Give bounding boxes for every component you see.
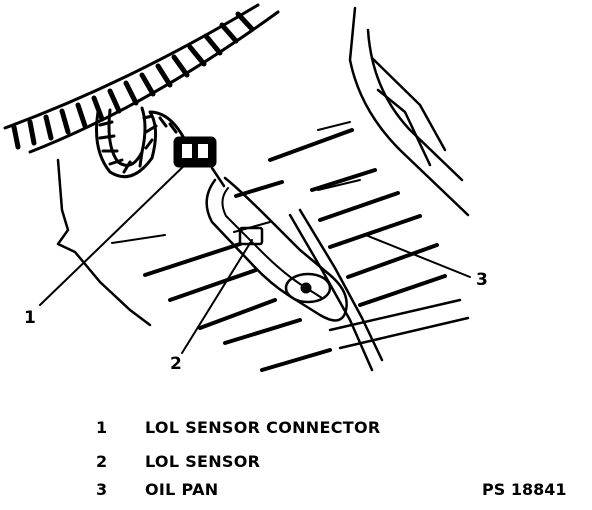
callout-1: 1 [24,308,36,328]
engine-oil-pan-diagram [3,3,471,372]
housing-outline [56,158,152,327]
oil-pan-ribs [143,128,447,372]
legend-label: OIL PAN [145,480,219,499]
legend-item-sensor: 2 LOL SENSOR [0,452,592,478]
callout-2: 2 [170,354,182,374]
oil-pan-shape [288,6,470,372]
legend-item-oil-pan: 3 OIL PAN [0,480,592,506]
ring-gear [3,3,280,154]
legend-label: LOL SENSOR CONNECTOR [145,418,381,437]
legend-number: 3 [96,480,108,499]
legend-item-connector: 1 LOL SENSOR CONNECTOR [0,418,592,444]
legend-number: 2 [96,452,108,471]
leader-lines [39,159,471,354]
lol-sensor-connector-shape [173,136,226,188]
wiring-harness [95,106,187,179]
figure-id: PS 18841 [482,480,567,499]
legend-label: LOL SENSOR [145,452,261,471]
lol-sensor-shape [205,176,348,322]
legend-number: 1 [96,418,108,437]
callout-3: 3 [476,270,488,290]
surface-dashes [111,121,361,244]
